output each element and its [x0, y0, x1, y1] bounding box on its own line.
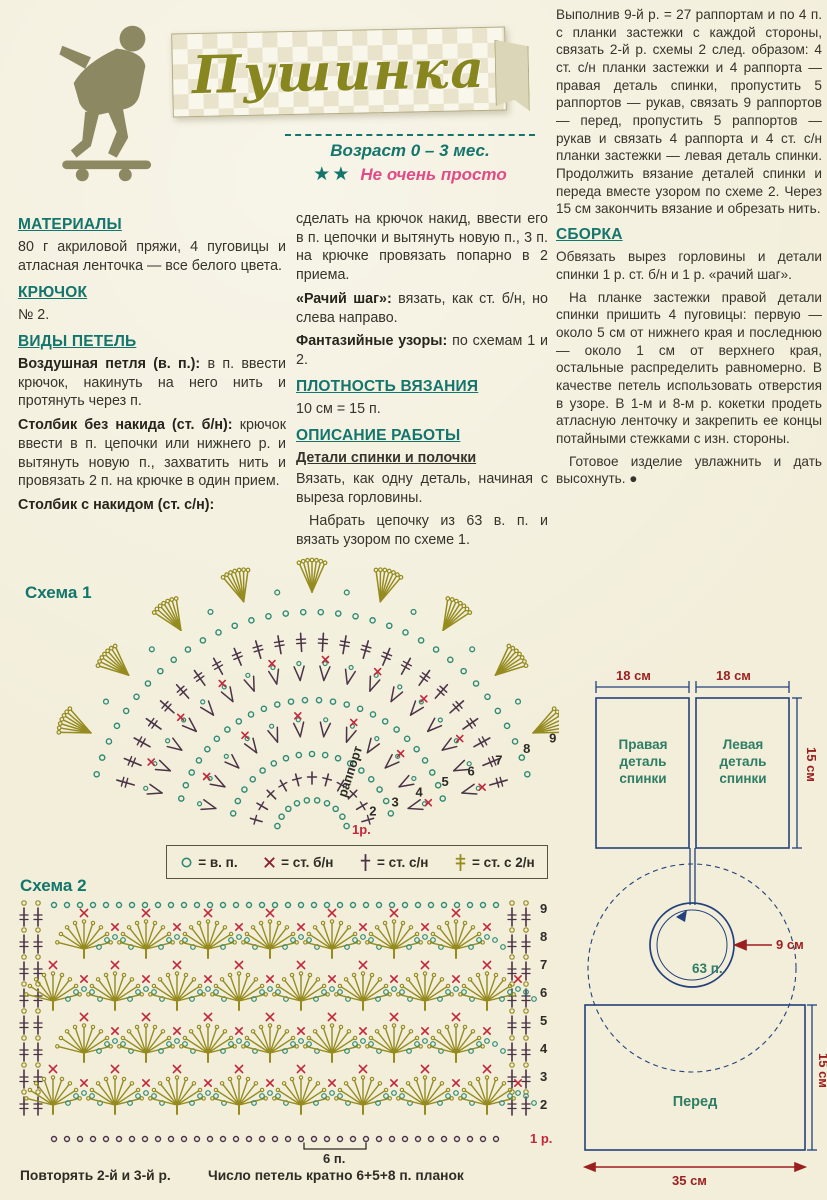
svg-text:9: 9: [549, 731, 556, 746]
scheme1-label: Схема 1: [25, 583, 92, 602]
work-description-heading: ОПИСАНИЕ РАБОТЫ: [296, 426, 461, 444]
scheme2-label: Схема 2: [20, 876, 87, 895]
assembly-heading: СБОРКА: [556, 226, 623, 244]
stitch-count-note: Число петель кратно 6+5+8 п. планок: [208, 1168, 464, 1183]
scheme1-chart: 23 4 5 6 7 8 9 1р. раппорт: [56, 557, 559, 837]
crab-stitch-def: вязать, как ст. б/н, но слева направо.: [296, 290, 548, 326]
neck-stitch-count: 63 п.: [692, 961, 723, 976]
legend-label-treble-crochet: = ст. с 2/н: [471, 854, 535, 870]
svg-text:3: 3: [391, 794, 398, 809]
fancy-pattern-term: Фантазийные узоры:: [296, 333, 448, 350]
garment-schematic: 18 см 18 см 15 см Правая деталь спинки Л…: [560, 665, 827, 1200]
svg-text:5: 5: [442, 774, 449, 789]
legend-item-single-crochet: = ст. б/н: [262, 852, 333, 873]
dim-18cm-right: 18 см: [716, 668, 751, 683]
dim-35cm-front: 35 см: [672, 1173, 707, 1188]
chain-stitch-icon: [181, 856, 192, 868]
svg-text:4: 4: [416, 785, 424, 800]
single-crochet-term: Столбик без накида (ст. б/н):: [18, 417, 233, 434]
gauge-text: 10 см = 15 п.: [296, 401, 381, 418]
chain-stitch-para: Воздушная петля (в. п.): в п. ввести крю…: [18, 355, 286, 411]
legend-item-treble-crochet: = ст. с 2/н: [453, 852, 535, 873]
chain-stitch-term: Воздушная петля (в. п.):: [18, 356, 201, 373]
symbol-legend: = в. п. = ст. б/н = ст. с/н = ст. с 2/н: [166, 845, 548, 879]
hook-heading: КРЮЧОК: [18, 283, 88, 301]
single-crochet-icon: [264, 856, 275, 868]
svg-text:9: 9: [540, 901, 547, 916]
materials-text: 80 г акриловой пряжи, 4 пуговицы и атлас…: [18, 238, 286, 275]
assembly-para-1: Обвязать вырез горловины и детали спинки…: [556, 249, 822, 282]
front-label: Перед: [672, 1094, 718, 1110]
difficulty-label: Не очень просто: [360, 165, 507, 184]
materials-heading: МАТЕРИАЛЫ: [18, 216, 122, 233]
hook-value: № 2.: [18, 307, 50, 324]
fancy-pattern-def: по схемам 1 и 2.: [296, 333, 548, 369]
column-continuation: Выполнив 9-й р. = 27 раппортам и по 4 п.…: [556, 6, 822, 493]
dim-18cm-left: 18 см: [616, 668, 651, 683]
double-crochet-def-cont: сделать на крючок накид, ввести его в п.…: [296, 211, 548, 284]
age-label: Возраст 0 – 3 мес.: [285, 134, 535, 161]
svg-text:8: 8: [523, 741, 530, 756]
column-instructions: сделать на крючок накид, ввести его в п.…: [296, 210, 548, 555]
dim-15cm-back: 15 см: [804, 747, 819, 782]
fancy-pattern-para: Фантазийные узоры: по схемам 1 и 2.: [296, 332, 548, 369]
double-crochet-para: Столбик с накидом (ст. с/н):: [18, 496, 286, 515]
title-banner: Пушинка: [171, 26, 507, 118]
legend-label-single-crochet: = ст. б/н: [281, 854, 334, 870]
single-crochet-def: крючок ввести в п. цепочки или нижнего р…: [18, 417, 286, 490]
svg-text:7: 7: [540, 957, 547, 972]
work-para-2: Набрать цепочку из 63 в. п. и вязать узо…: [296, 513, 548, 548]
double-crochet-icon: [360, 853, 371, 871]
svg-text:раппорт: раппорт: [335, 744, 366, 799]
skater-silhouette: [59, 25, 152, 182]
stitch-types-heading: ВИДЫ ПЕТЕЛЬ: [18, 332, 137, 350]
crab-stitch-para: «Рачий шаг»: вязать, как ст. б/н, но сле…: [296, 290, 548, 327]
legend-item-double-crochet: = ст. с/н: [358, 852, 428, 873]
svg-text:2: 2: [369, 803, 376, 818]
svg-text:5: 5: [540, 1013, 547, 1028]
svg-text:1р.: 1р.: [352, 822, 371, 837]
legend-label-double-crochet: = ст. с/н: [376, 854, 429, 870]
svg-text:6 п.: 6 п.: [323, 1151, 345, 1166]
svg-text:6: 6: [540, 985, 547, 1000]
svg-text:2: 2: [540, 1097, 547, 1112]
crab-stitch-term: «Рачий шаг»:: [296, 290, 392, 307]
column-materials: МАТЕРИАЛЫ 80 г акриловой пряжи, 4 пугови…: [18, 215, 286, 520]
garment-schematic-lines: [582, 681, 817, 1173]
work-subheading: Детали спинки и полочки: [296, 450, 477, 467]
single-crochet-para: Столбик без накида (ст. б/н): крючок вве…: [18, 416, 286, 491]
left-back-label: Левая деталь спинки: [719, 737, 767, 786]
scheme2-chart: 9 8 7 6 5 4 3 2 1 р. 6 п.: [19, 900, 552, 1166]
work-para-1: Вязать, как одну деталь, начиная с вырез…: [296, 470, 548, 506]
svg-text:1 р.: 1 р.: [530, 1131, 552, 1146]
dim-15cm-front: 15 см: [816, 1053, 827, 1088]
repeat-note: Повторять 2-й и 3-й р.: [20, 1168, 171, 1183]
assembly-para-3: Готовое изделие увлажнить и дать высохну…: [556, 453, 822, 487]
svg-text:6: 6: [467, 764, 474, 779]
chain-stitch-def: в п. ввести крючок, накинуть на него нит…: [18, 356, 286, 410]
instructions-para: Выполнив 9-й р. = 27 раппортам и по 4 п.…: [556, 7, 822, 217]
svg-text:3: 3: [540, 1069, 547, 1084]
svg-text:8: 8: [540, 929, 547, 944]
right-back-label: Правая деталь спинки: [618, 737, 668, 786]
banner-ribbon-tail: [494, 39, 530, 112]
page-title: Пушинка: [191, 38, 487, 106]
dim-9cm-neck: 9 см: [776, 937, 804, 952]
double-crochet-term: Столбик с накидом (ст. с/н):: [18, 497, 215, 514]
assembly-para-2: На планке застежки правой детали спинки …: [556, 289, 822, 446]
age-difficulty-box: Возраст 0 – 3 мес. ★★ Не очень просто: [285, 134, 535, 186]
svg-text:4: 4: [540, 1041, 548, 1056]
legend-label-chain: = в. п.: [198, 854, 238, 870]
gauge-heading: ПЛОТНОСТЬ ВЯЗАНИЯ: [296, 377, 479, 395]
treble-crochet-icon: [455, 853, 466, 871]
legend-item-chain: = в. п.: [179, 852, 238, 873]
svg-text:7: 7: [495, 752, 502, 767]
neck-direction-arrow: [676, 910, 687, 922]
materials-text-span: 80 г акриловой пряжи, 4 пуговицы и атлас…: [18, 239, 286, 275]
difficulty-stars: ★★: [313, 164, 352, 185]
